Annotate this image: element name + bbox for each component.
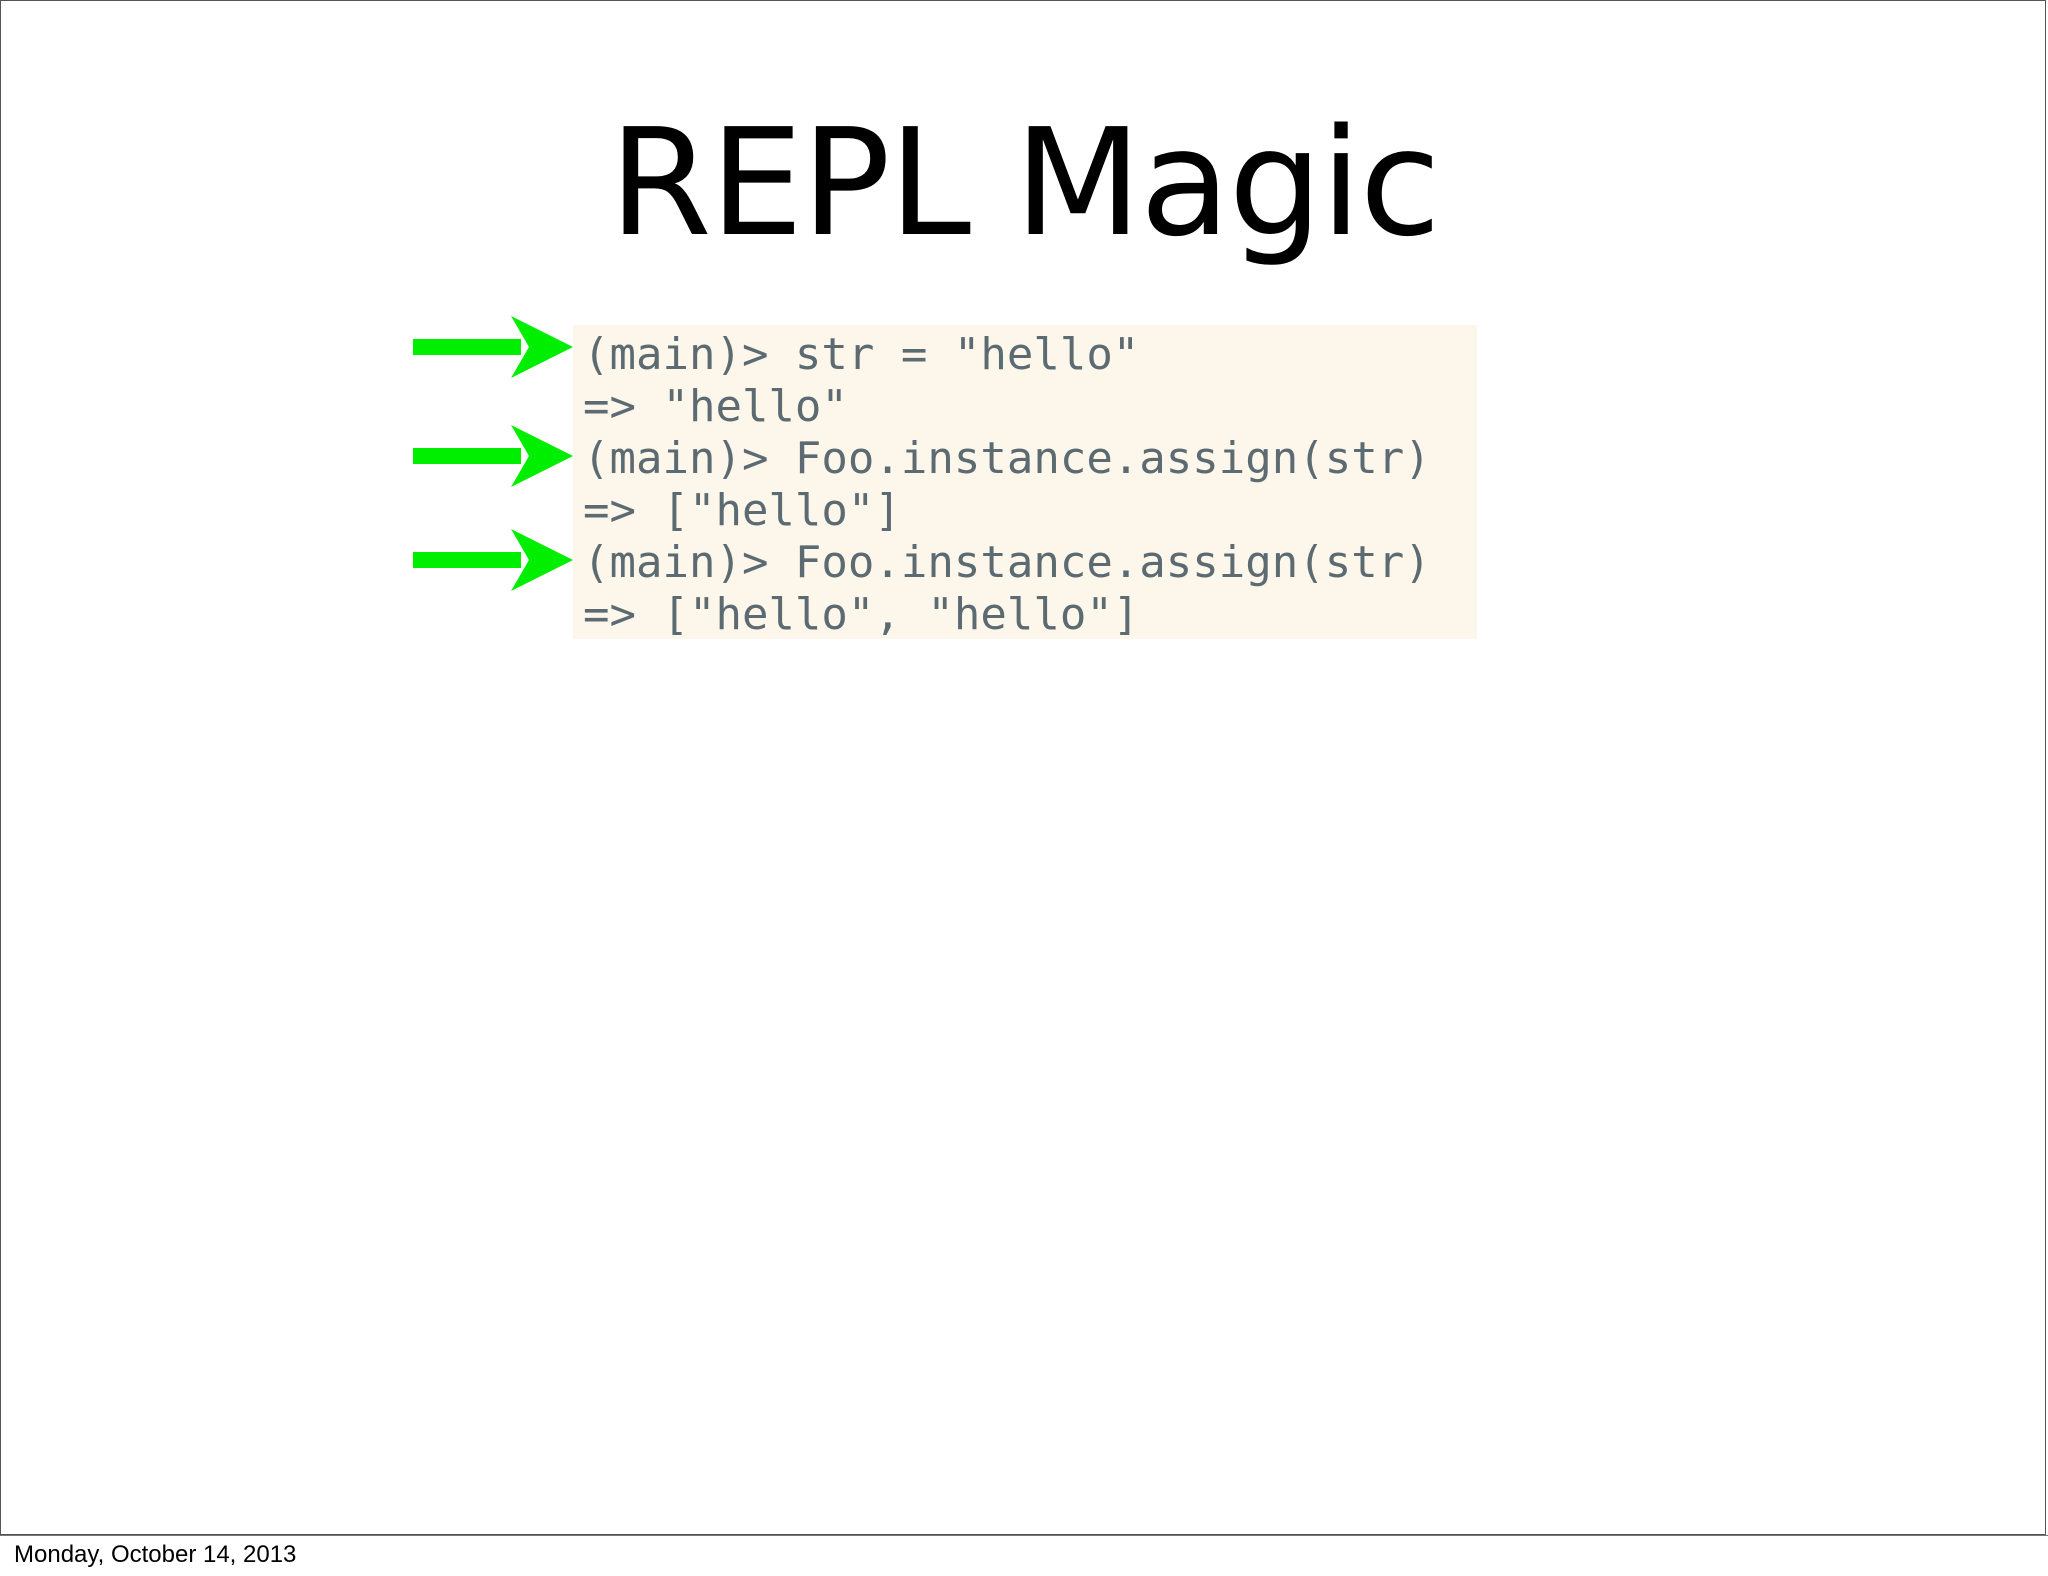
repl-code-block: (main)> str = "hello" => "hello" (main)>… [573,325,1477,640]
code-line-1: (main)> str = "hello" [583,329,1140,380]
arrow-2-icon [413,425,573,487]
code-line-2: => "hello" [583,381,848,432]
code-line-3: (main)> Foo.instance.assign(str) [583,433,1431,484]
code-line-5: (main)> Foo.instance.assign(str) [583,537,1431,588]
code-line-4: => ["hello"] [583,485,901,536]
arrow-1-icon [413,316,573,378]
footer-date: Monday, October 14, 2013 [14,1541,297,1568]
code-line-6: => ["hello", "hello"] [583,589,1140,640]
slide-title: REPL Magic [609,97,1441,269]
arrow-3-icon [413,529,573,591]
footer-divider [0,1535,2048,1536]
slide: REPL Magic (main)> str = "hello" => "hel… [0,0,2046,1535]
